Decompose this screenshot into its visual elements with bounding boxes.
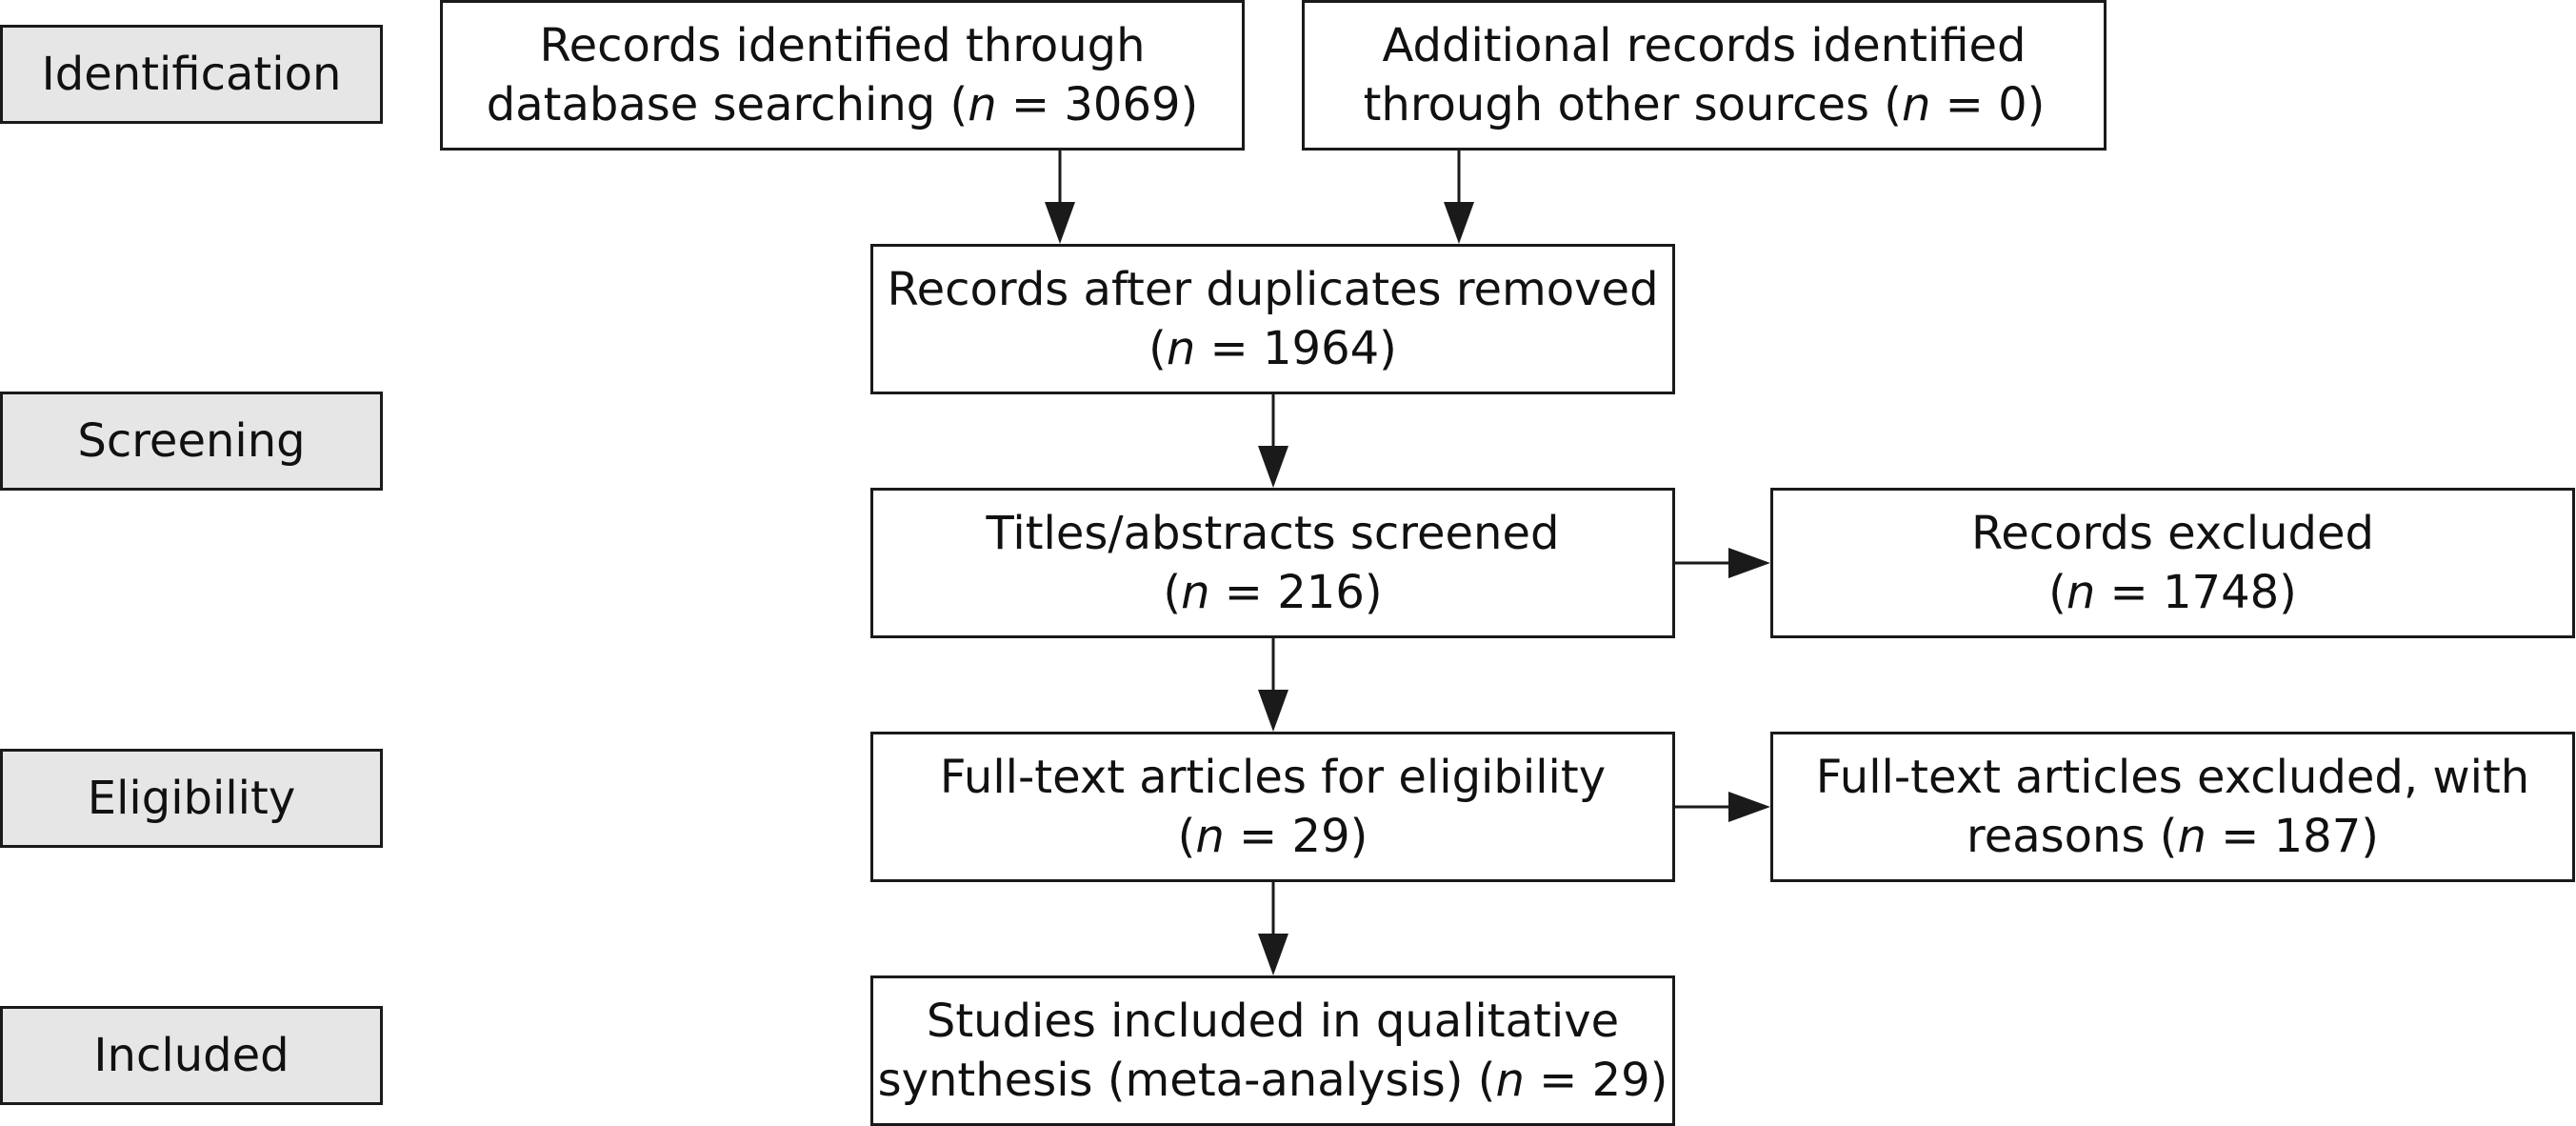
box-excluded-line2: (n = 1748) [2048, 563, 2297, 622]
box-deduplicated-line1: Records after duplicates removed [887, 263, 1659, 316]
box-fulltext-eligibility: Full-text articles for eligibility (n = … [870, 732, 1675, 882]
box-included-line1: Studies included in qualitative [926, 995, 1620, 1048]
phase-screening-label: Screening [77, 414, 306, 468]
phase-identification-label: Identification [41, 48, 342, 101]
box-deduplicated-n: n [1166, 322, 1196, 375]
box-fulltext-line2: (n = 29) [1178, 807, 1368, 866]
box-included-line2-post: = 29) [1524, 1054, 1668, 1107]
arrowhead-database-to-dedup [1045, 202, 1075, 244]
phase-identification: Identification [0, 25, 383, 124]
box-fulltext-line2-post: = 29) [1224, 810, 1368, 863]
box-fulltext-excluded-line2-pre: reasons ( [1967, 810, 2178, 863]
box-database-line2: database searching (n = 3069) [487, 75, 1199, 134]
box-database-line1: Records identified through [539, 19, 1146, 72]
box-included-line2-pre: synthesis (meta-analysis) ( [877, 1054, 1496, 1107]
box-screened-line1: Titles/abstracts screened [986, 507, 1560, 560]
box-excluded-n: n [2066, 566, 2096, 619]
box-screened-n: n [1181, 566, 1210, 619]
phase-included: Included [0, 1006, 383, 1105]
box-included-n: n [1495, 1054, 1525, 1107]
arrowhead-dedup-to-screened [1258, 446, 1288, 488]
box-excluded-line2-pre: ( [2048, 566, 2067, 619]
box-other-sources: Additional records identified through ot… [1302, 0, 2107, 151]
box-database-line2-post: = 3069) [996, 78, 1199, 131]
box-studies-included: Studies included in qualitative synthesi… [870, 975, 1675, 1126]
box-deduplicated-line2-post: = 1964) [1195, 322, 1397, 375]
box-database-line2-pre: database searching ( [486, 78, 968, 131]
box-excluded-line1: Records excluded [1971, 507, 2374, 560]
box-database-n: n [968, 78, 997, 131]
box-other-n: n [1901, 78, 1931, 131]
box-deduplicated-line2-pre: ( [1148, 322, 1167, 375]
box-fulltext-excluded-line2-post: = 187) [2206, 810, 2379, 863]
box-fulltext-line2-pre: ( [1177, 810, 1196, 863]
box-included-line2: synthesis (meta-analysis) (n = 29) [878, 1051, 1668, 1110]
box-records-excluded: Records excluded (n = 1748) [1770, 488, 2575, 638]
box-fulltext-excluded-line1: Full-text articles excluded, with [1815, 751, 2530, 804]
box-other-line2-pre: through other sources ( [1363, 78, 1902, 131]
box-titles-screened: Titles/abstracts screened (n = 216) [870, 488, 1675, 638]
box-fulltext-excluded: Full-text articles excluded, with reason… [1770, 732, 2575, 882]
box-fulltext-line1: Full-text articles for eligibility [939, 751, 1607, 804]
phase-eligibility-label: Eligibility [87, 772, 296, 825]
box-screened-line2: (n = 216) [1163, 563, 1382, 622]
arrowhead-screened-to-excluded [1728, 548, 1770, 578]
phase-included-label: Included [93, 1029, 290, 1082]
arrowhead-screened-to-fulltext [1258, 690, 1288, 732]
arrowhead-fulltext-to-included [1258, 934, 1288, 975]
box-duplicates-removed: Records after duplicates removed (n = 19… [870, 244, 1675, 394]
arrowhead-other-to-dedup [1444, 202, 1474, 244]
box-other-line2-post: = 0) [1930, 78, 2046, 131]
box-fulltext-excluded-line2: reasons (n = 187) [1967, 807, 2379, 866]
arrowhead-fulltext-to-excluded [1728, 792, 1770, 822]
box-screened-line2-pre: ( [1163, 566, 1182, 619]
box-database-records: Records identified through database sear… [440, 0, 1245, 151]
box-excluded-line2-post: = 1748) [2095, 566, 2297, 619]
box-screened-line2-post: = 216) [1209, 566, 1383, 619]
box-fulltext-excluded-n: n [2177, 810, 2207, 863]
box-other-line2: through other sources (n = 0) [1364, 75, 2046, 134]
box-deduplicated-line2: (n = 1964) [1148, 319, 1397, 378]
box-fulltext-n: n [1195, 810, 1225, 863]
phase-eligibility: Eligibility [0, 749, 383, 848]
phase-screening: Screening [0, 392, 383, 491]
box-other-line1: Additional records identified [1382, 19, 2027, 72]
